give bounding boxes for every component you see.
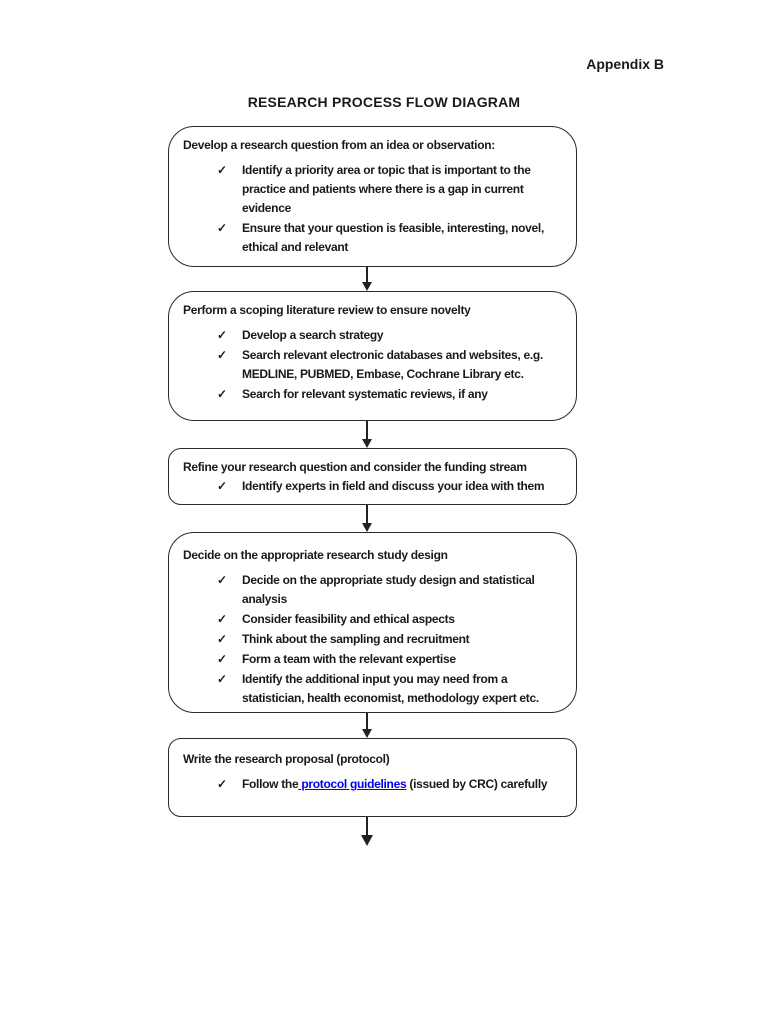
bullet-item: ✓ Identify a priority area or topic that… — [183, 161, 564, 218]
check-icon: ✓ — [217, 328, 227, 342]
arrow-stem — [366, 421, 368, 439]
flow-box-develop-question: Develop a research question from an idea… — [168, 126, 577, 267]
check-icon: ✓ — [217, 632, 227, 646]
check-icon: ✓ — [217, 479, 227, 493]
bullet-item: ✓ Decide on the appropriate study design… — [183, 571, 564, 609]
bullet-text: Search relevant electronic databases and… — [242, 348, 543, 381]
bullet-item: ✓ Develop a search strategy — [183, 326, 564, 345]
flow-box-write-proposal: Write the research proposal (protocol) ✓… — [168, 738, 577, 817]
bullet-text: Develop a search strategy — [242, 328, 384, 342]
bullet-text-prefix: Follow the — [242, 777, 299, 791]
arrow-stem — [366, 267, 368, 282]
appendix-label: Appendix B — [586, 56, 664, 72]
bullet-item: ✓ Form a team with the relevant expertis… — [183, 650, 564, 669]
arrow-head-icon — [361, 835, 373, 846]
check-icon: ✓ — [217, 221, 227, 235]
bullet-item: ✓ Ensure that your question is feasible,… — [183, 219, 564, 257]
arrow-head-icon — [362, 439, 372, 448]
protocol-guidelines-link[interactable]: protocol guidelines — [298, 777, 407, 791]
arrow-head-icon — [362, 729, 372, 738]
bullet-text: Consider feasibility and ethical aspects — [242, 612, 455, 626]
bullet-text-suffix: (issued by CRC) carefully — [406, 777, 548, 791]
flow-box-title: Decide on the appropriate research study… — [183, 548, 448, 562]
bullet-text: Identify experts in field and discuss yo… — [242, 479, 545, 493]
bullet-text: Form a team with the relevant expertise — [242, 652, 456, 666]
check-icon: ✓ — [217, 348, 227, 362]
bullet-text: Identify the additional input you may ne… — [242, 672, 539, 705]
arrow-stem — [366, 817, 368, 835]
check-icon: ✓ — [217, 573, 227, 587]
flow-box-title: Write the research proposal (protocol) — [183, 752, 390, 766]
bullet-text: Ensure that your question is feasible, i… — [242, 221, 545, 254]
page-title: RESEARCH PROCESS FLOW DIAGRAM — [247, 94, 521, 110]
flow-arrow — [360, 713, 374, 738]
flow-arrow — [360, 267, 374, 291]
bullet-item: ✓ Consider feasibility and ethical aspec… — [183, 610, 564, 629]
bullet-item: ✓ Search relevant electronic databases a… — [183, 346, 564, 384]
flow-box-title: Develop a research question from an idea… — [183, 138, 495, 152]
check-icon: ✓ — [217, 163, 227, 177]
arrow-stem — [366, 505, 368, 523]
flow-arrow-final — [360, 817, 374, 846]
bullet-item: ✓ Identify the additional input you may … — [183, 670, 564, 708]
bullet-text: Decide on the appropriate study design a… — [242, 573, 535, 606]
flow-box-refine-question: Refine your research question and consid… — [168, 448, 577, 505]
bullet-text: Think about the sampling and recruitment — [242, 632, 470, 646]
bullet-item: ✓ Search for relevant systematic reviews… — [183, 385, 564, 404]
flow-box-title: Perform a scoping literature review to e… — [183, 303, 471, 317]
check-icon: ✓ — [217, 387, 227, 401]
bullet-item: ✓ Think about the sampling and recruitme… — [183, 630, 564, 649]
flow-box-literature-review: Perform a scoping literature review to e… — [168, 291, 577, 421]
flow-box-study-design: Decide on the appropriate research study… — [168, 532, 577, 713]
check-icon: ✓ — [217, 672, 227, 686]
arrow-head-icon — [362, 282, 372, 291]
arrow-head-icon — [362, 523, 372, 532]
flow-arrow — [360, 421, 374, 448]
flow-box-title: Refine your research question and consid… — [183, 460, 527, 474]
bullet-text: Follow the protocol guidelines (issued b… — [242, 775, 564, 794]
check-icon: ✓ — [217, 777, 227, 791]
flow-arrow — [360, 505, 374, 532]
arrow-stem — [366, 713, 368, 729]
bullet-item: ✓ Follow the protocol guidelines (issued… — [183, 775, 564, 794]
check-icon: ✓ — [217, 612, 227, 626]
bullet-text: Search for relevant systematic reviews, … — [242, 387, 488, 401]
check-icon: ✓ — [217, 652, 227, 666]
bullet-item: ✓ Identify experts in field and discuss … — [183, 477, 564, 496]
bullet-text: Identify a priority area or topic that i… — [242, 163, 531, 215]
